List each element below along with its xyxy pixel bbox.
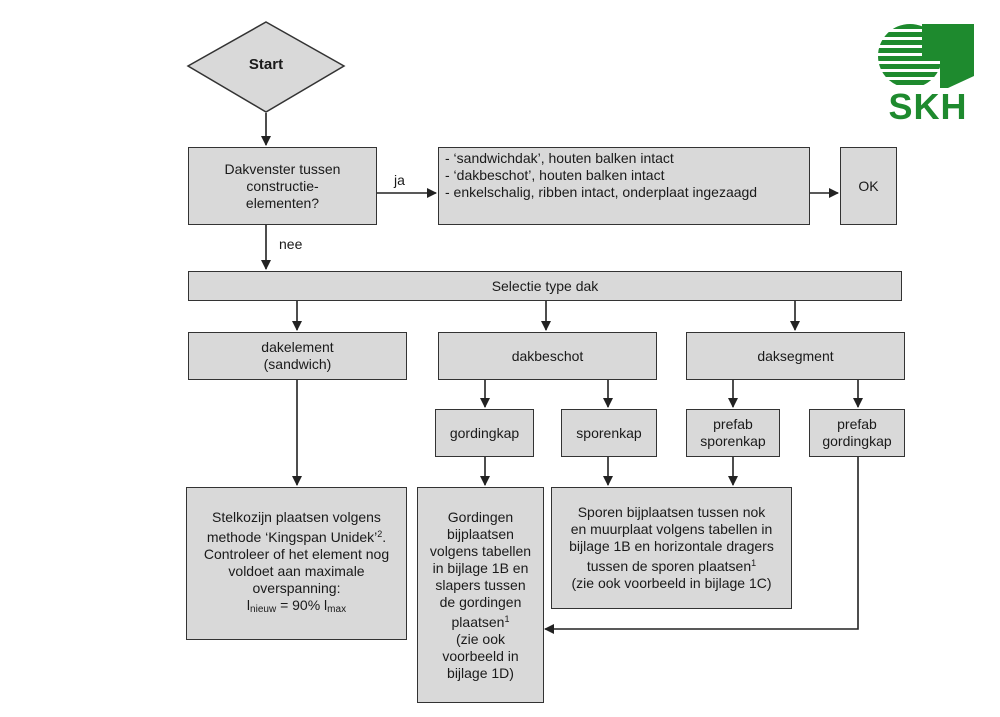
result-sporen-box: Sporen bijplaatsen tussen nok en muurpla… xyxy=(551,487,792,609)
prefab-sporenkap-line-1: prefab xyxy=(713,416,753,432)
daksegment-box: daksegment xyxy=(686,332,905,380)
gordingkap-label: gordingkap xyxy=(449,424,520,441)
result-gordingen-line-6: de gordingen xyxy=(439,593,522,610)
option-dakbeschot: - ‘dakbeschot’, houten balken intact xyxy=(445,167,665,183)
result-sandwich-line-5: overspanning: xyxy=(252,580,341,596)
result-sporen-line-1: Sporen bijplaatsen tussen nok xyxy=(577,504,766,520)
sporenkap-box: sporenkap xyxy=(561,409,657,457)
result-gordingen-line-10: bijlage 1D) xyxy=(447,664,514,681)
no-label: nee xyxy=(279,236,303,252)
dakelement-line-1: dakelement xyxy=(261,339,334,355)
prefab-gordingkap-line-2: gordingkap xyxy=(822,433,892,449)
result-sandwich-line-1: Stelkozijn plaatsen volgens xyxy=(212,509,381,525)
result-gordingen-line-3: volgens tabellen xyxy=(429,542,532,559)
selectie-label: Selectie type dak xyxy=(491,277,599,294)
skh-logo: SKH xyxy=(878,20,978,127)
prefab-gordingkap-line-1: prefab xyxy=(837,416,877,432)
selectie-box: Selectie type dak xyxy=(188,271,902,301)
prefab-sporenkap-line-2: sporenkap xyxy=(700,433,766,449)
question-line-1: Dakvenster tussen xyxy=(224,160,341,177)
result-sporen-line-2: en muurplaat volgens tabellen in xyxy=(570,521,773,537)
option-enkelschalig: - enkelschalig, ribben intact, onderplaa… xyxy=(445,184,758,200)
result-gordingen-line-8: (zie ook xyxy=(455,630,506,647)
question-line-3: elementen? xyxy=(245,194,320,211)
question-box: Dakvenster tussen constructie- elementen… xyxy=(188,147,377,225)
result-sandwich-line-3: Controleer of het element nog xyxy=(203,546,390,562)
arrow-prefab-gordingkap-to-gordingen-result xyxy=(544,457,859,634)
result-gordingen-box: Gordingen bijplaatsen volgens tabellen i… xyxy=(417,487,544,703)
ok-label: OK xyxy=(858,177,879,194)
options-box: - ‘sandwichdak’, houten balken intact - … xyxy=(438,147,810,225)
result-sporen-line-3: bijlage 1B en horizontale dragers xyxy=(569,538,774,554)
gordingkap-box: gordingkap xyxy=(435,409,534,457)
ok-box: OK xyxy=(840,147,897,225)
prefab-sporenkap-box: prefab sporenkap xyxy=(686,409,780,457)
result-gordingen-line-9: voorbeeld in xyxy=(442,647,519,664)
dakelement-line-2: (sandwich) xyxy=(263,356,332,372)
result-sandwich-formula: lnieuw = 90% lmax xyxy=(246,597,347,615)
prefab-gordingkap-box: prefab gordingkap xyxy=(809,409,905,457)
result-sandwich-line-4: voldoet aan maximale xyxy=(228,563,365,579)
dakbeschot-label: dakbeschot xyxy=(511,347,584,364)
result-sandwich-line-2: methode ‘Kingspan Unidek’2. xyxy=(206,529,387,545)
result-gordingen-line-2: bijplaatsen xyxy=(447,525,514,542)
start-diamond xyxy=(186,21,346,113)
yes-label: ja xyxy=(394,172,405,188)
question-line-2: constructie- xyxy=(246,177,319,194)
start-label: Start xyxy=(248,56,284,73)
skh-logo-text: SKH xyxy=(888,86,968,127)
daksegment-label: daksegment xyxy=(757,347,834,364)
result-gordingen-line-4: in bijlage 1B en xyxy=(432,559,529,576)
result-sandwich-box: Stelkozijn plaatsen volgens methode ‘Kin… xyxy=(186,487,407,640)
result-sporen-line-5: (zie ook voorbeeld in bijlage 1C) xyxy=(571,575,772,591)
dakbeschot-box: dakbeschot xyxy=(438,332,657,380)
option-sandwichdak: - ‘sandwichdak’, houten balken intact xyxy=(445,150,674,166)
dakelement-box: dakelement (sandwich) xyxy=(188,332,407,380)
result-gordingen-line-7: plaatsen1 xyxy=(451,613,510,630)
result-gordingen-line-1: Gordingen xyxy=(447,508,514,525)
result-sporen-line-4: tussen de sporen plaatsen1 xyxy=(586,558,757,574)
result-gordingen-line-5: slapers tussen xyxy=(435,576,526,593)
skh-logo-mark xyxy=(878,24,974,88)
sporenkap-label: sporenkap xyxy=(576,424,642,441)
